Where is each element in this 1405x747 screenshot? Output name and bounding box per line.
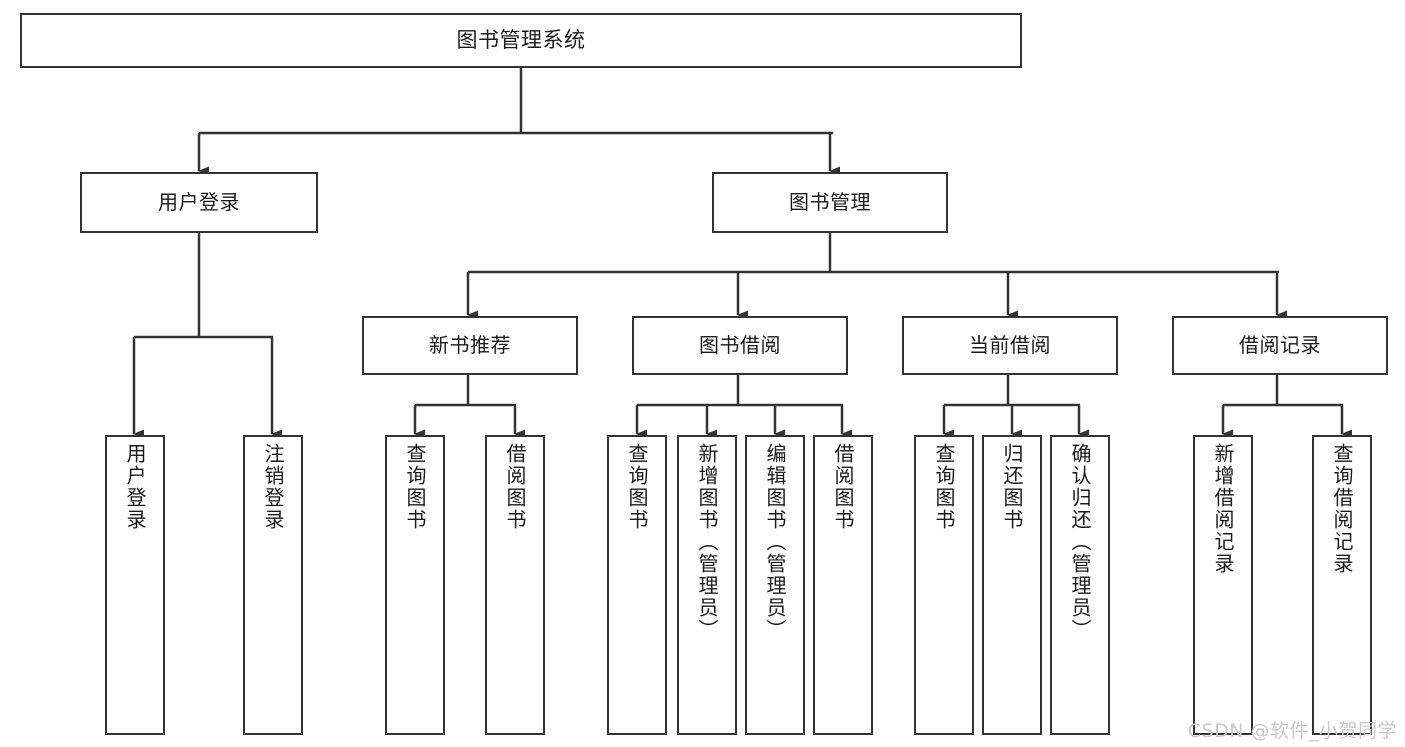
node-label: 编辑图书（管理员） xyxy=(763,443,787,641)
node-root-system[interactable]: 图书管理系统 xyxy=(20,13,1022,68)
node-leaf-user-login[interactable]: 用户登录 xyxy=(105,435,165,735)
node-leaf-borrow-book-recommend[interactable]: 借阅图书 xyxy=(485,435,545,735)
node-label: 查询图书 xyxy=(932,443,956,531)
node-label: 借阅图书 xyxy=(831,443,855,531)
node-leaf-confirm-return-admin[interactable]: 确认归还（管理员） xyxy=(1050,435,1110,735)
node-leaf-query-book-recommend[interactable]: 查询图书 xyxy=(385,435,445,735)
node-label: 用户登录 xyxy=(123,443,147,531)
node-label: 查询图书 xyxy=(403,443,427,531)
node-leaf-query-book-current[interactable]: 查询图书 xyxy=(914,435,974,735)
node-label: 借阅记录 xyxy=(1239,333,1321,358)
node-current-borrow[interactable]: 当前借阅 xyxy=(902,316,1118,375)
node-leaf-return-book[interactable]: 归还图书 xyxy=(982,435,1042,735)
node-label: 新书推荐 xyxy=(429,333,511,358)
node-label: 当前借阅 xyxy=(969,333,1051,358)
node-book-borrow[interactable]: 图书借阅 xyxy=(632,316,848,375)
csdn-watermark: CSDN @软件_小贺同学 xyxy=(1187,720,1397,742)
node-label: 查询图书 xyxy=(625,443,649,531)
node-new-book-recommend[interactable]: 新书推荐 xyxy=(362,316,578,375)
node-label: 新增借阅记录 xyxy=(1211,443,1235,575)
node-label: 确认归还（管理员） xyxy=(1068,443,1092,641)
node-label: 注销登录 xyxy=(261,443,285,531)
node-label: 新增图书（管理员） xyxy=(695,443,719,641)
node-leaf-borrow-book[interactable]: 借阅图书 xyxy=(813,435,873,735)
node-label: 图书管理系统 xyxy=(456,27,586,52)
node-label: 归还图书 xyxy=(1000,443,1024,531)
node-label: 图书借阅 xyxy=(699,333,781,358)
node-leaf-add-borrow-record[interactable]: 新增借阅记录 xyxy=(1193,435,1253,735)
node-leaf-query-book-borrow[interactable]: 查询图书 xyxy=(607,435,667,735)
node-leaf-edit-book-admin[interactable]: 编辑图书（管理员） xyxy=(745,435,805,735)
node-user-login[interactable]: 用户登录 xyxy=(80,172,318,233)
node-leaf-query-borrow-record[interactable]: 查询借阅记录 xyxy=(1312,435,1372,735)
node-label: 图书管理 xyxy=(789,190,871,215)
node-label: 查询借阅记录 xyxy=(1330,443,1354,575)
node-book-manage[interactable]: 图书管理 xyxy=(712,172,948,233)
node-label: 用户登录 xyxy=(158,190,240,215)
node-leaf-add-book-admin[interactable]: 新增图书（管理员） xyxy=(677,435,737,735)
node-label: 借阅图书 xyxy=(503,443,527,531)
node-leaf-logout[interactable]: 注销登录 xyxy=(243,435,303,735)
node-borrow-record[interactable]: 借阅记录 xyxy=(1172,316,1388,375)
